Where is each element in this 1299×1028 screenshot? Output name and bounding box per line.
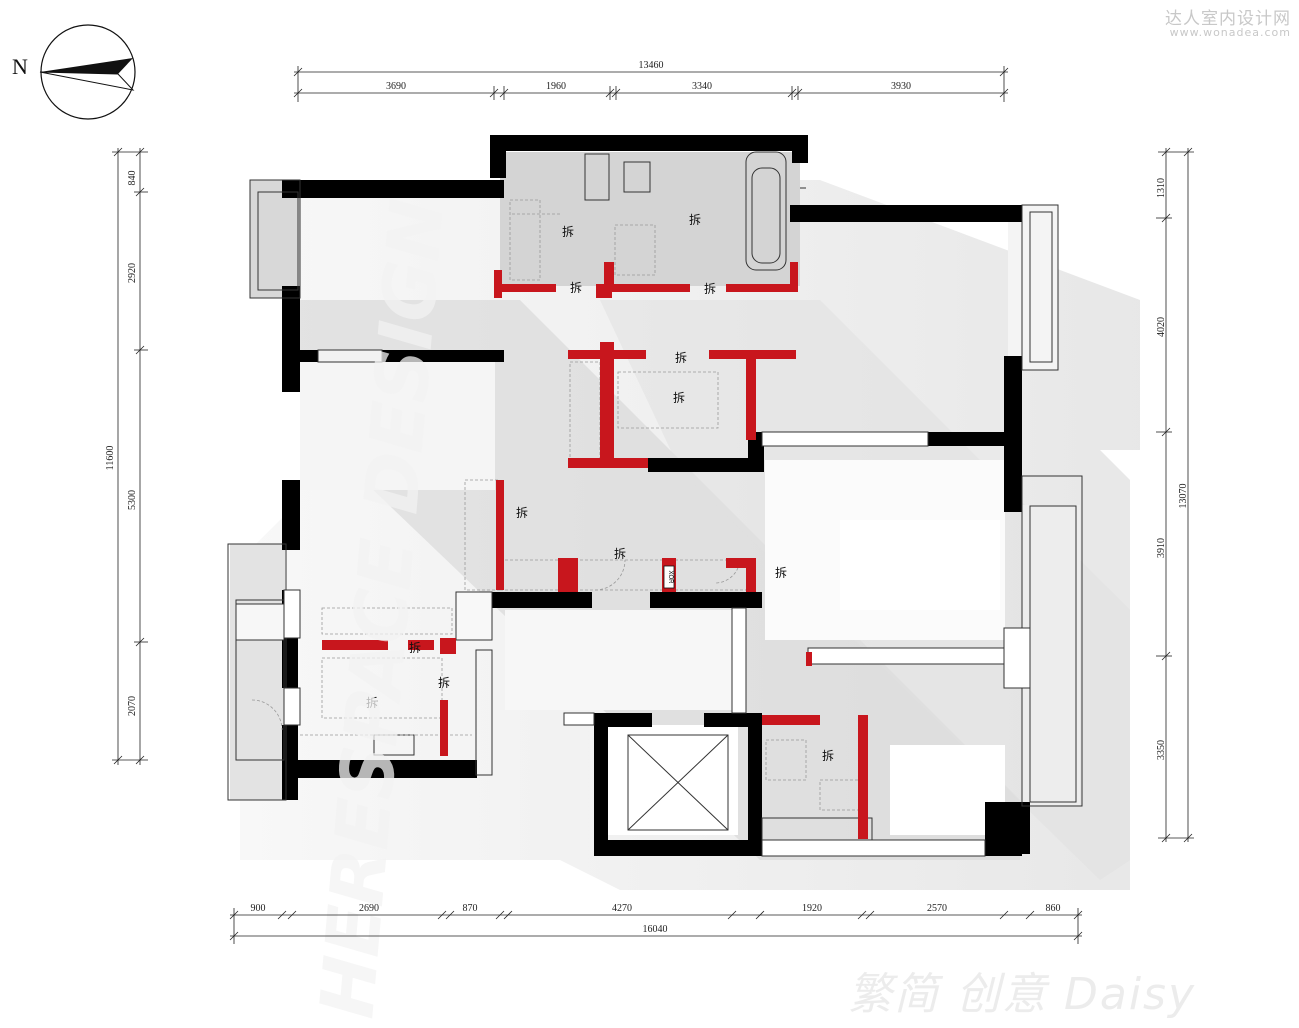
bottom-dimension-segment: 4270: [612, 903, 632, 914]
chai-label: 拆: [516, 505, 528, 520]
compass-icon: [39, 24, 136, 120]
bottom-watermark: 繁简 创意 Daisy: [848, 969, 1197, 1020]
chai-label: 拆: [822, 748, 834, 763]
right-dimensions: [1156, 147, 1194, 843]
bottom-dimension-segment: 900: [251, 903, 266, 914]
right-dimension-segment: 4020: [1156, 317, 1167, 337]
bottom-dimensions: [229, 908, 1083, 944]
chai-label: 拆: [614, 546, 626, 561]
small-tag: XOR: [663, 565, 675, 589]
right-total-dimension: 13070: [1178, 484, 1189, 509]
chai-label: 拆: [409, 640, 421, 655]
chai-label: 拆: [675, 350, 687, 365]
chai-label: 拆: [570, 280, 582, 295]
left-dimensions: [112, 147, 148, 765]
right-dimension-segment: 3910: [1156, 538, 1167, 558]
top-dimension-segment: 1960: [546, 81, 566, 92]
bottom-dimension-segment: 2690: [359, 903, 379, 914]
chai-label: 拆: [775, 565, 787, 580]
bottom-dimension-segment: 860: [1046, 903, 1061, 914]
top-dimensions: [293, 66, 1009, 102]
left-dimension-segment: 2920: [127, 263, 138, 283]
chai-label: 拆: [704, 281, 716, 296]
left-dimension-segment: 2070: [127, 696, 138, 716]
chai-label: 拆: [689, 212, 701, 227]
chai-label: 拆: [673, 390, 685, 405]
north-label: N: [12, 54, 28, 79]
left-dimension-segment: 5300: [127, 490, 138, 510]
bottom-dimension-segment: 1920: [802, 903, 822, 914]
top-total-dimension: 13460: [639, 60, 664, 71]
chai-label: 拆: [438, 675, 450, 690]
right-dimension-segment: 3350: [1156, 740, 1167, 760]
bottom-dimension-segment: 870: [463, 903, 478, 914]
site-url-watermark: www.wonadea.com: [1169, 26, 1291, 39]
bottom-dimension-segment: 2570: [927, 903, 947, 914]
top-dimension-segment: 3690: [386, 81, 406, 92]
right-dimension-segment: 1310: [1156, 178, 1167, 198]
bottom-total-dimension: 16040: [643, 924, 668, 935]
room-floors: [300, 152, 1005, 835]
left-dimension-segment: 840: [127, 171, 138, 186]
chai-label: 拆: [562, 224, 574, 239]
left-total-dimension: 11600: [105, 446, 116, 471]
top-dimension-segment: 3340: [692, 81, 712, 92]
thin-walls: [227, 151, 1083, 857]
top-dimension-segment: 3930: [891, 81, 911, 92]
demolish-labels: 拆 拆 拆 拆 拆 拆 拆 拆 拆 拆 拆 拆 拆: [366, 212, 834, 763]
small-tag-label: XOR: [667, 570, 673, 584]
chai-label: 拆: [366, 695, 378, 710]
site-watermark: 达人室内设计网: [1165, 9, 1291, 29]
